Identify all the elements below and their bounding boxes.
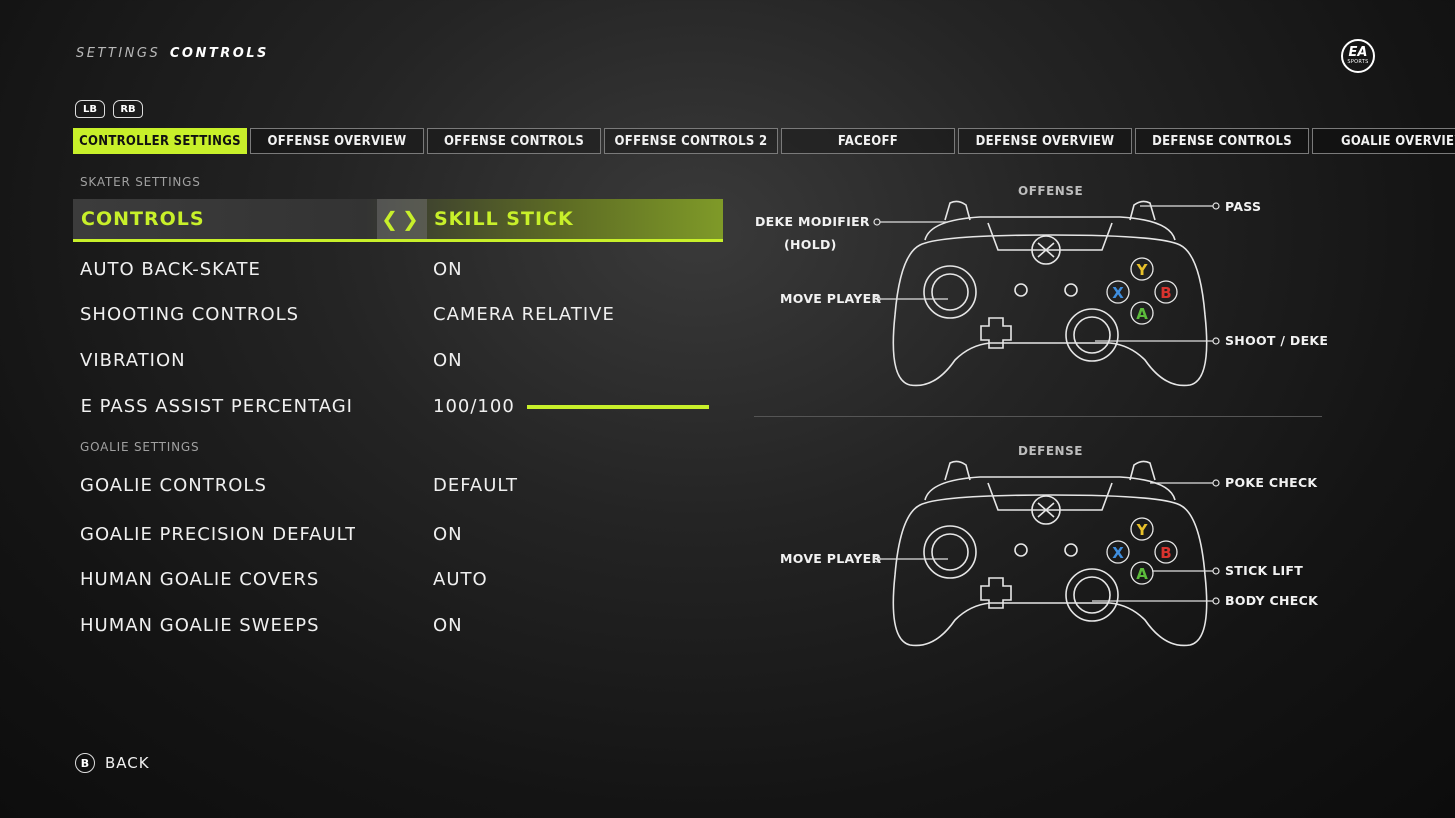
x-button-icon: X bbox=[1112, 284, 1124, 302]
setting-row-goalie-controls[interactable]: GOALIE CONTROLS DEFAULT bbox=[80, 475, 720, 505]
lb-label: LB bbox=[83, 103, 97, 115]
tab-defense-overview[interactable]: DEFENSE OVERVIEW bbox=[958, 128, 1132, 154]
setting-value: 100/100 bbox=[433, 396, 515, 417]
lb-bumper-icon[interactable]: LB bbox=[75, 100, 105, 118]
setting-value: SKILL STICK bbox=[434, 208, 574, 230]
setting-row-goalie-sweeps[interactable]: HUMAN GOALIE SWEEPS ON bbox=[80, 615, 720, 645]
left-bumper-shape bbox=[944, 200, 971, 221]
setting-row-goalie-precision[interactable]: GOALIE PRECISION DEFAULT ON bbox=[80, 524, 720, 554]
setting-label: HUMAN GOALIE COVERS bbox=[80, 569, 320, 590]
back-label: BACK bbox=[105, 754, 150, 772]
setting-value: DEFAULT bbox=[433, 475, 518, 496]
offense-controller-diagram: Y X B A bbox=[892, 200, 1208, 387]
move-player-label-defense: MOVE PLAYER bbox=[780, 551, 882, 566]
defense-controller-diagram: Y X B A bbox=[892, 460, 1208, 647]
setting-label: VIBRATION bbox=[80, 350, 186, 371]
y-button-icon: Y bbox=[1136, 521, 1149, 539]
setting-label: AUTO BACK-SKATE bbox=[80, 259, 261, 280]
b-button-icon: B bbox=[1160, 284, 1171, 302]
setting-row-shooting-controls[interactable]: SHOOTING CONTROLS CAMERA RELATIVE bbox=[80, 304, 720, 334]
setting-row-auto-back-skate[interactable]: AUTO BACK-SKATE ON bbox=[80, 259, 720, 289]
stick-lift-label: STICK LIFT bbox=[1225, 563, 1304, 578]
tab-faceoff[interactable]: FACEOFF bbox=[781, 128, 955, 154]
logo-text: EA bbox=[1348, 45, 1368, 60]
setting-value: ON bbox=[433, 350, 463, 371]
back-button[interactable]: B BACK bbox=[75, 753, 150, 773]
shoot-deke-label: SHOOT / DEKE bbox=[1225, 333, 1329, 348]
setting-value: ON bbox=[433, 259, 463, 280]
setting-row-controls[interactable]: CONTROLS ❮❯ SKILL STICK bbox=[73, 199, 723, 242]
rb-bumper-icon[interactable]: RB bbox=[113, 100, 143, 118]
tab-offense-overview[interactable]: OFFENSE OVERVIEW bbox=[250, 128, 424, 154]
page-title: CONTROLS bbox=[169, 46, 269, 61]
x-button-icon: X bbox=[1112, 544, 1124, 562]
tab-offense-controls[interactable]: OFFENSE CONTROLS bbox=[427, 128, 601, 154]
offense-diagram-title: OFFENSE bbox=[1018, 184, 1084, 198]
setting-label: CONTROLS bbox=[81, 208, 205, 230]
setting-label: NE PASS ASSIST PERCENTAGI bbox=[80, 396, 353, 417]
goalie-settings-heading: GOALIE SETTINGS bbox=[80, 440, 200, 454]
setting-value: AUTO bbox=[433, 569, 488, 590]
rb-label: RB bbox=[120, 103, 136, 115]
tab-controller-settings[interactable]: CONTROLLER SETTINGS bbox=[73, 128, 247, 154]
breadcrumb-section: SETTINGS bbox=[76, 46, 161, 61]
ea-sports-logo: EA SPORTS bbox=[1341, 39, 1375, 73]
setting-label: GOALIE CONTROLS bbox=[80, 475, 267, 496]
setting-row-vibration[interactable]: VIBRATION ON bbox=[80, 350, 720, 380]
pass-label: PASS bbox=[1225, 199, 1262, 214]
defense-diagram-title: DEFENSE bbox=[1018, 444, 1083, 458]
setting-row-goalie-covers[interactable]: HUMAN GOALIE COVERS AUTO bbox=[80, 569, 720, 599]
diagram-divider bbox=[754, 416, 1322, 417]
left-right-arrows-icon[interactable]: ❮❯ bbox=[377, 199, 427, 239]
setting-label: SHOOTING CONTROLS bbox=[80, 304, 300, 325]
offense-callout-lines bbox=[873, 202, 1220, 345]
b-glyph: B bbox=[80, 756, 90, 770]
defense-callout-lines bbox=[873, 479, 1220, 605]
tab-goalie-overview[interactable]: GOALIE OVERVIEW bbox=[1312, 128, 1455, 154]
b-button-icon: B bbox=[1160, 544, 1171, 562]
setting-value: ON bbox=[433, 524, 463, 545]
setting-value: CAMERA RELATIVE bbox=[433, 304, 615, 325]
setting-label: HUMAN GOALIE SWEEPS bbox=[80, 615, 320, 636]
deke-modifier-label: DEKE MODIFIER bbox=[755, 214, 870, 229]
tab-offense-controls-2[interactable]: OFFENSE CONTROLS 2 bbox=[604, 128, 778, 154]
a-button-icon: A bbox=[1136, 305, 1148, 323]
b-button-icon: B bbox=[75, 753, 95, 773]
setting-row-pass-assist[interactable]: NE PASS ASSIST PERCENTAGI 100/100 bbox=[80, 396, 720, 426]
setting-value: ON bbox=[433, 615, 463, 636]
poke-check-label: POKE CHECK bbox=[1225, 475, 1318, 490]
body-check-label: BODY CHECK bbox=[1225, 593, 1319, 608]
y-button-icon: Y bbox=[1136, 261, 1149, 279]
tab-defense-controls[interactable]: DEFENSE CONTROLS bbox=[1135, 128, 1309, 154]
deke-hold-label: (HOLD) bbox=[784, 237, 837, 252]
breadcrumb: SETTINGS CONTROLS bbox=[76, 46, 269, 61]
right-bumper-shape bbox=[1129, 200, 1156, 221]
skater-settings-heading: SKATER SETTINGS bbox=[80, 175, 201, 189]
logo-subtext: SPORTS bbox=[1347, 59, 1369, 65]
setting-label: GOALIE PRECISION DEFAULT bbox=[80, 524, 355, 545]
a-button-icon: A bbox=[1136, 565, 1148, 583]
pass-assist-slider[interactable] bbox=[527, 405, 709, 409]
move-player-label: MOVE PLAYER bbox=[780, 291, 882, 306]
tab-bar: CONTROLLER SETTINGS OFFENSE OVERVIEW OFF… bbox=[73, 128, 1455, 154]
